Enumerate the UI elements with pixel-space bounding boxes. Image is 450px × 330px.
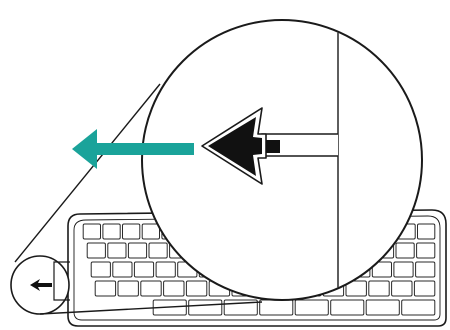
keyboard-key	[188, 299, 223, 316]
keyboard-key	[141, 223, 160, 240]
keyboard-key	[365, 299, 400, 316]
magnifier-circle	[141, 19, 423, 301]
keyboard-key	[413, 280, 436, 297]
keyboard-key	[368, 280, 390, 297]
keyboard-key	[395, 242, 415, 259]
keyboard-key	[163, 280, 185, 297]
left-arrow-icon	[30, 279, 52, 291]
keyboard-key	[223, 299, 258, 316]
keyboard-key	[127, 242, 148, 259]
keyboard-key	[82, 223, 101, 240]
keyboard-key	[90, 261, 111, 278]
keyboard-key	[148, 242, 168, 259]
keyboard-key	[102, 223, 121, 240]
left-arrow-icon	[72, 129, 194, 169]
keyboard-key	[112, 261, 133, 278]
keyboard-inner-outline	[73, 215, 441, 321]
keyboard-side-view	[10, 255, 70, 315]
keyboard-key	[330, 299, 365, 316]
receiver-tip	[266, 140, 280, 153]
keyboard-key	[371, 261, 392, 278]
keyboard-key	[391, 280, 413, 297]
keyboard-key	[185, 280, 208, 297]
keyboard-key	[401, 299, 436, 316]
keyboard-key	[294, 299, 329, 316]
magnified-view	[141, 19, 423, 301]
keyboard-key	[107, 242, 127, 259]
keyboard-key	[417, 223, 436, 240]
keyboard-key	[393, 261, 414, 278]
keyboard-key	[117, 280, 139, 297]
keyboard-key	[133, 261, 155, 278]
keyboard-key	[140, 280, 162, 297]
zoom-line-upper	[14, 83, 161, 263]
usb-receiver-icon	[208, 117, 262, 176]
keyboard-key	[345, 280, 367, 297]
keyboard-key	[416, 242, 436, 259]
keyboard-key	[94, 280, 117, 297]
keyboard-key	[86, 242, 106, 259]
keyboard-key	[415, 261, 436, 278]
zoom-line-lower	[39, 301, 263, 315]
direction-arrow	[72, 129, 194, 169]
side-view-edge	[53, 261, 70, 301]
keyboard-key	[155, 261, 176, 278]
keyboard-key	[122, 223, 141, 240]
